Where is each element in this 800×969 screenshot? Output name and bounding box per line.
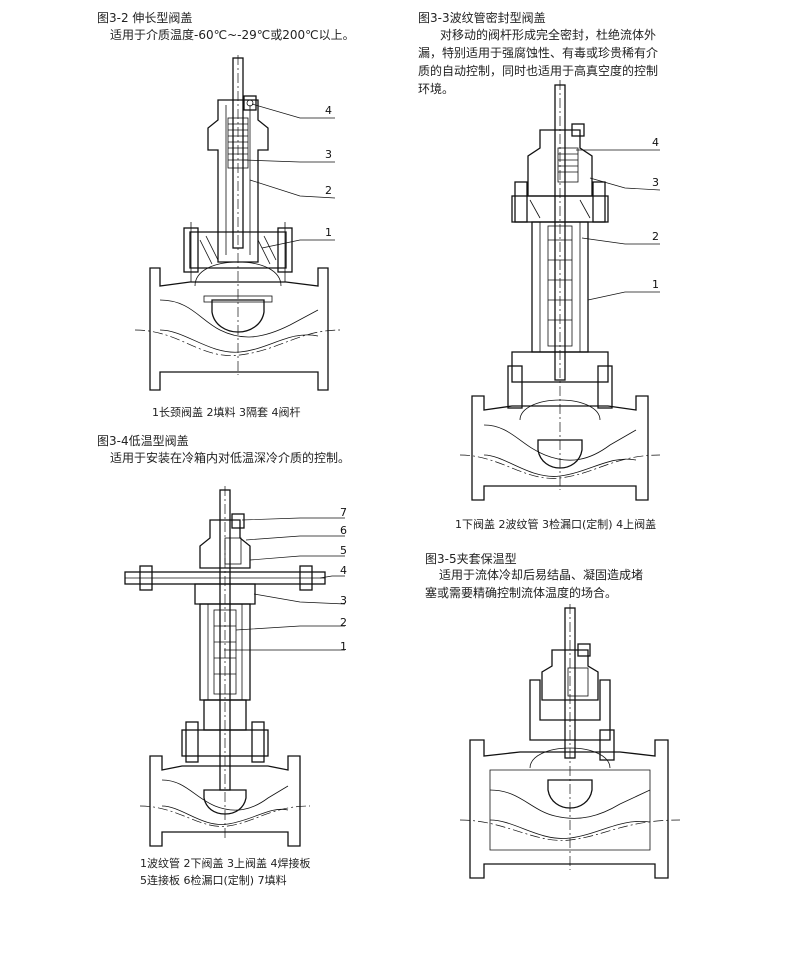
fig34-callout-4: 4 [340,564,347,577]
fig33-callout-2: 2 [652,230,659,243]
fig34-drawing: 7 6 5 4 3 2 1 [124,486,347,847]
fig35-desc: 适用于流体冷却后易结晶、凝固造成堵塞或需要精确控制流体温度的场合。 [425,568,644,600]
fig32-callout-3: 3 [325,148,332,161]
fig32-callout-4: 4 [325,104,332,117]
fig34-title: 图3-4低温型阀盖 [97,434,189,448]
fig32-callout-1: 1 [325,226,332,239]
fig32-callout-2: 2 [325,184,332,197]
fig34-callout-5: 5 [340,544,347,557]
fig32-desc: 适用于介质温度-60℃~-29℃或200℃以上。 [110,28,355,42]
fig33-title: 图3-3波纹管密封型阀盖 [418,11,546,25]
fig33-callout-1: 1 [652,278,659,291]
fig34-caption-line2: 5连接板 6检漏口(定制) 7填料 [140,874,287,887]
fig34-callout-7: 7 [340,506,347,519]
fig32-caption: 1长颈阀盖 2填料 3隔套 4阀杆 [152,406,301,419]
fig34-callout-1: 1 [340,640,347,653]
fig33-caption: 1下阀盖 2波纹管 3检漏口(定制) 4上阀盖 [455,518,657,531]
fig32-title: 图3-2 伸长型阀盖 [97,11,193,25]
fig34-callout-3: 3 [340,594,347,607]
fig34-desc: 适用于安装在冷箱内对低温深冷介质的控制。 [110,451,351,465]
fig33-desc: 对移动的阀杆形成完全密封，杜绝流体外漏，特别适用于强腐蚀性、有毒或珍贵稀有介质的… [418,28,659,96]
fig32-drawing: 4 3 2 1 [134,55,341,391]
fig34-callout-6: 6 [340,524,347,537]
fig35-title: 图3-5夹套保温型 [425,552,517,566]
fig34-callout-2: 2 [340,616,347,629]
fig33-callout-3: 3 [652,176,659,189]
fig33-callout-4: 4 [652,136,659,149]
fig33-drawing: 4 3 2 1 [459,80,661,501]
fig34-caption-line1: 1波纹管 2下阀盖 3上阀盖 4焊接板 [140,857,311,870]
fig35-drawing [459,604,681,879]
